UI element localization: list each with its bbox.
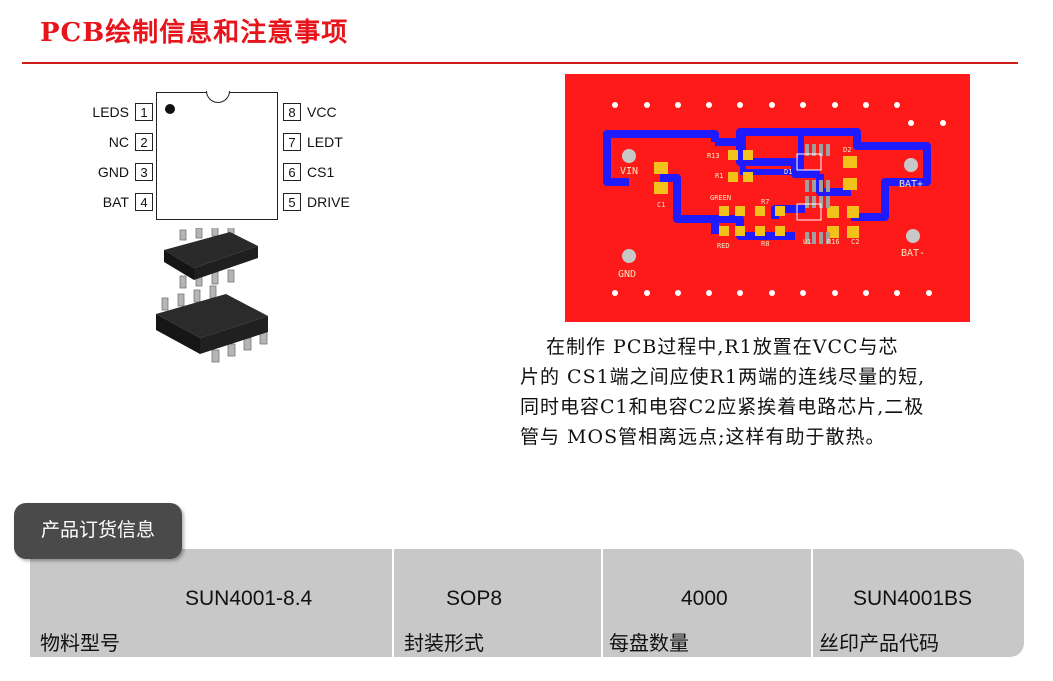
pin-label-4: BAT bbox=[102, 194, 129, 210]
pcb-drawing: VIN GND BAT+ BAT- R13 R1 C1 GREEN RED R7… bbox=[603, 102, 946, 296]
ordering-cell-package: SOP8 封装形式 bbox=[394, 549, 601, 657]
marking-code-value: SUN4001BS bbox=[853, 587, 973, 610]
pin-label-1: LEDS bbox=[92, 104, 129, 120]
chip-image-top bbox=[164, 228, 258, 289]
ic-body bbox=[156, 92, 278, 220]
pin1-marker bbox=[165, 104, 175, 114]
pcb-label-r1: R1 bbox=[715, 172, 723, 180]
pcb-edge-dots bbox=[612, 102, 946, 296]
pcb-label-c1: C1 bbox=[657, 201, 665, 209]
chip-image-bottom bbox=[156, 285, 268, 363]
pcb-ic-pins bbox=[805, 144, 830, 244]
pcb-layout-image: VIN GND BAT+ BAT- R13 R1 C1 GREEN RED R7… bbox=[565, 74, 970, 322]
pcb-label-r16: R16 bbox=[827, 238, 840, 246]
marking-code-label: 丝印产品代码 bbox=[819, 631, 939, 655]
pin-label-8: VCC bbox=[307, 104, 337, 120]
note-line-4: 管与 MOS管相离远点;这样有助于散热。 bbox=[520, 426, 886, 448]
ordering-info-table: SUN4001-8.4 物料型号 SOP8 封装形式 4000 每盘数量 SUN… bbox=[30, 549, 1024, 657]
pin-number-3: 3 bbox=[135, 163, 153, 181]
part-number-value: SUN4001-8.4 bbox=[185, 587, 313, 610]
pcb-test-points bbox=[622, 149, 920, 263]
column-divider bbox=[601, 549, 603, 657]
ordering-info-tab: 产品订货信息 bbox=[14, 503, 182, 559]
pin-number-2: 2 bbox=[135, 133, 153, 151]
note-line-3: 同时电容C1和电容C2应紧挨着电路芯片,二极 bbox=[520, 396, 925, 418]
package-label: 封装形式 bbox=[404, 631, 484, 655]
pcb-label-r7: R7 bbox=[761, 198, 769, 206]
pcb-label-green: GREEN bbox=[710, 194, 731, 202]
pcb-label-vin: VIN bbox=[620, 166, 638, 177]
pcb-label-u1: U1 bbox=[803, 238, 811, 246]
pin-label-3: GND bbox=[97, 164, 129, 180]
column-divider bbox=[392, 549, 394, 657]
pcb-label-r8: R8 bbox=[761, 240, 769, 248]
column-divider bbox=[811, 549, 813, 657]
pcb-label-r13: R13 bbox=[707, 152, 720, 160]
part-number-label: 物料型号 bbox=[40, 631, 120, 655]
pcb-label-c2: C2 bbox=[851, 238, 859, 246]
reel-qty-label: 每盘数量 bbox=[609, 631, 689, 655]
pin-number-4: 4 bbox=[135, 193, 153, 211]
package-value: SOP8 bbox=[446, 587, 503, 610]
note-line-2: 片的 CS1端之间应使R1两端的连线尽量的短, bbox=[520, 366, 926, 388]
pin-label-6: CS1 bbox=[307, 164, 335, 180]
pin-number-7: 7 bbox=[283, 133, 301, 151]
title-divider bbox=[22, 62, 1018, 64]
sop8-chip-images bbox=[156, 228, 268, 363]
pin-number-1: 1 bbox=[135, 103, 153, 121]
pcb-label-gnd: GND bbox=[618, 269, 636, 280]
pcb-label-bat-minus: BAT- bbox=[901, 248, 925, 259]
page-title: PCB绘制信息和注意事项 bbox=[40, 18, 349, 48]
pcb-label-bat-plus: BAT+ bbox=[899, 179, 923, 190]
pin-number-8: 8 bbox=[283, 103, 301, 121]
reel-qty-value: 4000 bbox=[681, 587, 728, 610]
pin-number-5: 5 bbox=[283, 193, 301, 211]
pcb-label-d2: D2 bbox=[843, 146, 851, 154]
note-line-1: 在制作 PCB过程中,R1放置在VCC与芯 bbox=[546, 336, 899, 358]
pin-label-2: NC bbox=[108, 134, 129, 150]
pcb-pads bbox=[654, 150, 859, 238]
ordering-cell-part-number: SUN4001-8.4 物料型号 bbox=[30, 549, 392, 657]
ordering-cell-reel-qty: 4000 每盘数量 bbox=[603, 549, 811, 657]
pcb-label-red: RED bbox=[717, 242, 730, 250]
pin-label-7: LEDT bbox=[307, 134, 343, 150]
ordering-cell-marking-code: SUN4001BS 丝印产品代码 bbox=[813, 549, 1024, 657]
pcb-label-d1: D1 bbox=[784, 168, 792, 176]
pcb-design-note: 在制作 PCB过程中,R1放置在VCC与芯 片的 CS1端之间应使R1两端的连线… bbox=[520, 332, 1000, 452]
pin-number-6: 6 bbox=[283, 163, 301, 181]
pin-label-5: DRIVE bbox=[307, 194, 350, 210]
